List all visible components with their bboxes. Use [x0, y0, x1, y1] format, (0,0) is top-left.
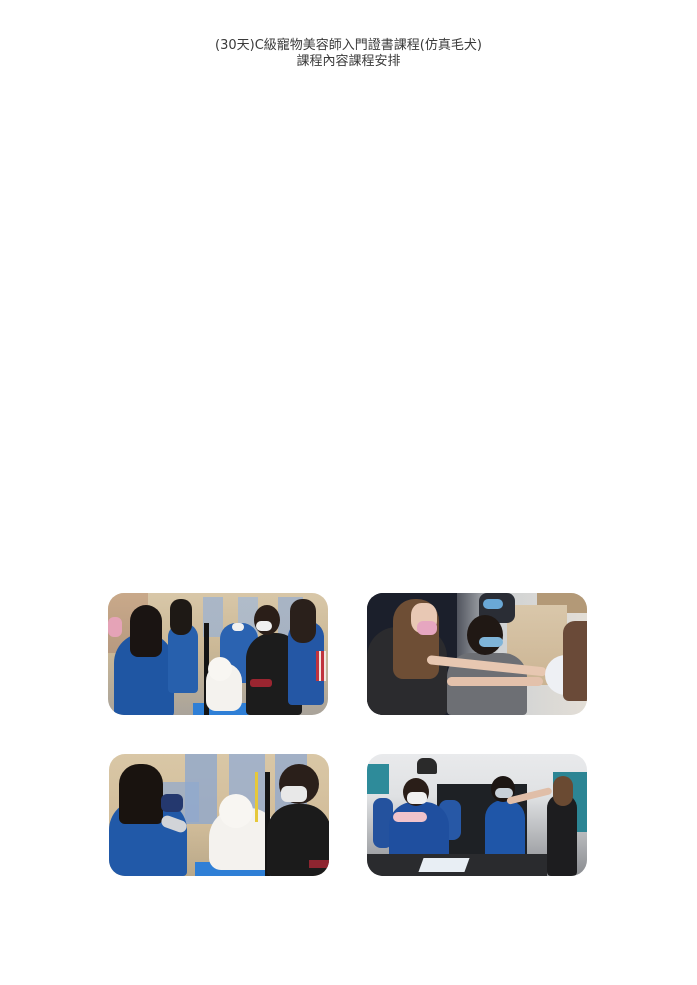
- pink-item: [108, 617, 122, 637]
- face-mask: [407, 792, 427, 804]
- student-hair: [119, 764, 163, 824]
- student-figure: [563, 621, 587, 701]
- face-mask: [483, 599, 503, 609]
- student-hair: [467, 615, 503, 655]
- poodle-silhouette-sign: [417, 758, 437, 774]
- photo-grooming-demo: [108, 593, 328, 715]
- student-sleeve: [393, 812, 427, 822]
- face-mask: [417, 621, 437, 635]
- award-ribbon: [316, 651, 326, 681]
- student-hair: [130, 605, 162, 657]
- photo-scissor-technique: [367, 593, 587, 715]
- grooming-leash: [255, 772, 258, 822]
- course-title: (30天)C級寵物美容師入門證書課程(仿真毛犬): [215, 38, 482, 53]
- instructor-hair: [553, 776, 573, 806]
- instructor-sleeve: [309, 860, 329, 868]
- course-subtitle: 課程內容課程安排: [296, 54, 401, 69]
- face-mask: [161, 794, 183, 812]
- student-hair: [290, 599, 316, 643]
- face-mask: [232, 623, 244, 631]
- face-mask: [281, 786, 307, 802]
- textbook: [418, 858, 470, 872]
- face-mask: [495, 788, 513, 798]
- blank-content-area: [0, 80, 697, 580]
- student-figure: [485, 800, 525, 862]
- instructor-figure: [547, 794, 577, 876]
- page-title: (30天)C級寵物美容師入門證書課程(仿真毛犬) 課程內容課程安排: [0, 38, 697, 70]
- instructor-sleeve: [250, 679, 272, 687]
- grooming-arm-pole: [204, 623, 209, 715]
- student-hair: [170, 599, 192, 635]
- poodle-head: [219, 794, 253, 828]
- photo-classroom-practice: [367, 754, 587, 876]
- student-arm: [447, 677, 543, 686]
- photo-blow-dry: [109, 754, 329, 876]
- face-mask: [479, 637, 503, 647]
- face-mask: [256, 621, 272, 631]
- teal-wall: [367, 764, 389, 794]
- poodle-head: [208, 657, 232, 681]
- student-figure: [373, 798, 393, 848]
